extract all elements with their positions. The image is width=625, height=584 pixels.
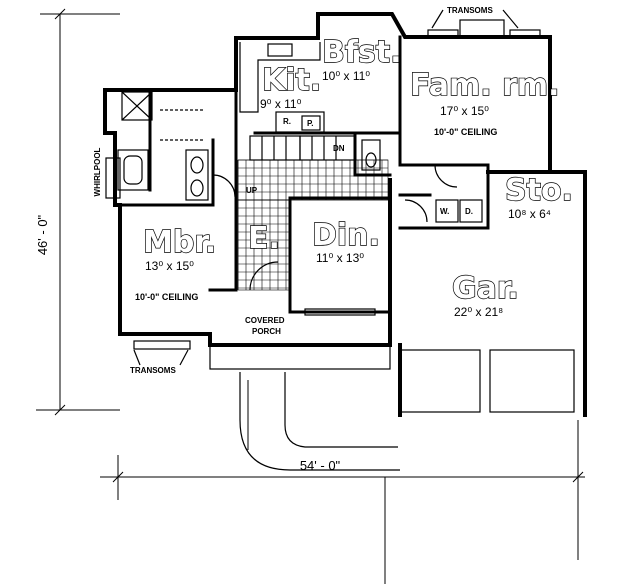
dimension-lines <box>36 8 585 584</box>
stair-dn-label: DN <box>333 144 345 153</box>
tile-grid-lines <box>237 159 388 290</box>
walkway <box>239 372 400 471</box>
room-size-gar: 22⁰ x 21⁸ <box>454 305 503 319</box>
covered-porch-label-2: PORCH <box>252 327 281 336</box>
room-size-mbr: 13⁰ x 15⁰ <box>145 259 194 273</box>
transoms-bottom-arrow-right <box>179 349 189 366</box>
transoms-bottom-arrow-left <box>133 349 141 366</box>
room-size-bfst: 10⁰ x 11⁰ <box>322 69 370 83</box>
covered-porch-label-1: COVERED <box>245 316 285 325</box>
room-ceiling-mbr: 10'-0" CEILING <box>135 292 198 302</box>
room-size-sto: 10⁸ x 6⁴ <box>508 207 551 221</box>
stair-up-label: UP <box>246 186 258 195</box>
bath-fixtures <box>117 91 381 201</box>
pantry-label: P. <box>307 119 314 128</box>
covered-porch <box>209 344 391 370</box>
transoms-top-arrow-left <box>431 9 444 29</box>
room-name-bfst: Bfst. <box>322 35 402 70</box>
washer-label: W. <box>440 207 449 216</box>
room-name-gar: Gar. <box>452 271 519 306</box>
transoms-bottom-label: TRANSOMS <box>130 366 176 375</box>
transoms-top-label: TRANSOMS <box>447 6 493 15</box>
refrigerator-label: R. <box>283 117 291 126</box>
room-name-sto: Sto. <box>505 173 573 208</box>
door-swings <box>212 164 458 291</box>
dryer-label: D. <box>465 207 473 216</box>
kitchen-counters <box>239 42 325 133</box>
garage-doors <box>399 349 575 413</box>
closets <box>160 109 205 141</box>
width-dimension: 54' - 0" <box>300 458 341 473</box>
room-ceiling-fam: 10'-0" CEILING <box>434 127 497 137</box>
room-size-fam: 17⁰ x 15⁰ <box>440 104 489 118</box>
laundry <box>435 199 483 223</box>
room-name-din: Din. <box>312 218 380 253</box>
room-size-kit: 9⁰ x 11⁰ <box>260 97 302 111</box>
room-name-mbr: Mbr. <box>143 225 216 260</box>
windows <box>105 19 541 350</box>
room-name-kit: Kit. <box>262 63 321 98</box>
room-size-din: 11⁰ x 13⁰ <box>316 251 364 265</box>
whirlpool-label: WHIRLPOOL <box>93 147 102 196</box>
room-name-fam: Fam. rm. <box>410 68 560 103</box>
room-name-entry: E. <box>248 221 280 256</box>
transoms-top-arrow-right <box>502 9 519 29</box>
stairs <box>249 135 356 161</box>
depth-dimension: 46' - 0" <box>35 214 50 255</box>
